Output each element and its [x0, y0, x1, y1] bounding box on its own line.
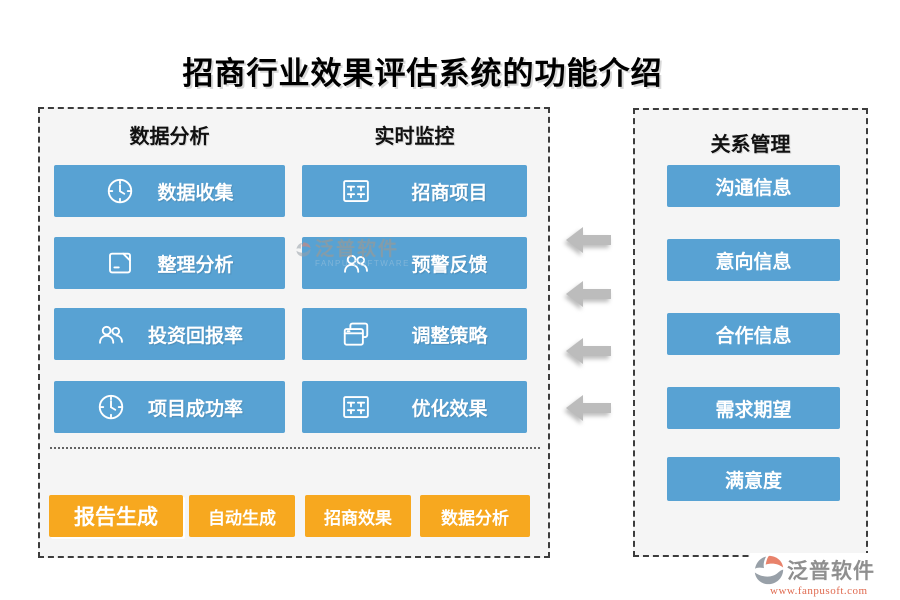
logo-company-name: 泛普软件: [787, 559, 875, 583]
column-header-realtime-monitor: 实时监控: [374, 126, 455, 148]
button-satisfaction[interactable]: 满意度: [667, 457, 840, 501]
button-data-analysis[interactable]: 数据分析: [420, 495, 530, 537]
clock-icon: [105, 176, 135, 206]
button-data-collection[interactable]: 数据收集: [54, 165, 285, 217]
features-panel: 数据分析 实时监控 数据收集 整理分析 投资回报率 项目成功率 招商项目 预警反…: [38, 107, 550, 558]
button-label: 调整策略: [411, 325, 488, 347]
button-report-generation[interactable]: 报告生成: [49, 495, 183, 537]
button-intention-info[interactable]: 意向信息: [667, 239, 840, 281]
panel-header-relationship-management: 关系管理: [710, 134, 791, 156]
button-communication-info[interactable]: 沟通信息: [667, 165, 840, 207]
left-arrow-icon: [566, 279, 612, 309]
fanpu-logo: 泛普软件 www.fanpusoft.com: [750, 553, 879, 599]
relationship-panel: 关系管理 沟通信息 意向信息 合作信息 需求期望 满意度: [633, 108, 868, 557]
button-auto-generation[interactable]: 自动生成: [189, 495, 295, 537]
checklist-icon: [341, 176, 371, 206]
left-arrow-icon: [566, 393, 612, 423]
left-arrow-icon: [566, 225, 612, 255]
button-label: 数据收集: [157, 182, 234, 204]
clock-icon: [96, 392, 126, 422]
button-adjust-strategy[interactable]: 调整策略: [302, 308, 527, 360]
button-label: 投资回报率: [147, 325, 243, 347]
people-icon: [96, 319, 126, 349]
dotted-divider: [50, 447, 540, 449]
button-optimize-effect[interactable]: 优化效果: [302, 381, 527, 433]
button-project-success-rate[interactable]: 项目成功率: [54, 381, 285, 433]
button-investment-project[interactable]: 招商项目: [302, 165, 527, 217]
button-label: 整理分析: [157, 254, 234, 276]
button-cooperation-info[interactable]: 合作信息: [667, 313, 840, 355]
checklist-icon: [341, 392, 371, 422]
button-investment-effect[interactable]: 招商效果: [305, 495, 411, 537]
fanpu-logo-icon: [754, 555, 784, 585]
button-roi[interactable]: 投资回报率: [54, 308, 285, 360]
left-arrow-icon: [566, 336, 612, 366]
button-demand-expectation[interactable]: 需求期望: [667, 387, 840, 429]
button-label: 项目成功率: [147, 398, 243, 420]
window-icon: [341, 319, 371, 349]
column-header-data-analysis: 数据分析: [129, 126, 210, 148]
button-label: 优化效果: [411, 398, 488, 420]
people-icon: [341, 248, 371, 278]
document-icon: [105, 248, 135, 278]
button-label: 预警反馈: [411, 254, 488, 276]
logo-website-url: www.fanpusoft.com: [770, 585, 868, 597]
button-warning-feedback[interactable]: 预警反馈: [302, 237, 527, 289]
page-title: 招商行业效果评估系统的功能介绍: [182, 56, 663, 91]
button-label: 招商项目: [411, 182, 488, 204]
button-organize-analysis[interactable]: 整理分析: [54, 237, 285, 289]
